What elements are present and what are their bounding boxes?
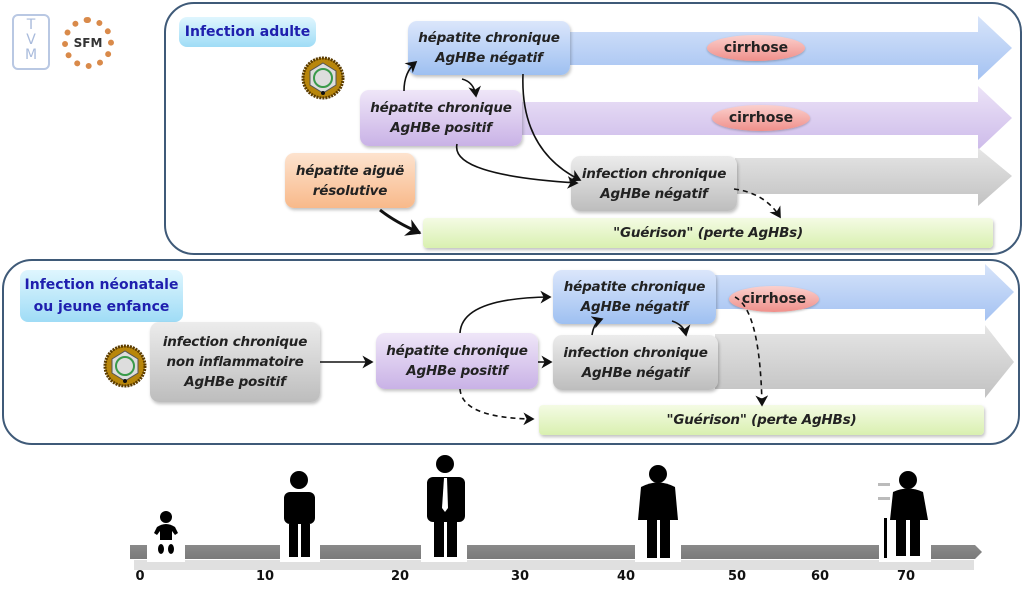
arrow-infneg-to-hepneg bbox=[590, 316, 604, 336]
box-line: infection chronique bbox=[563, 344, 708, 361]
virus-icon bbox=[103, 344, 147, 388]
sfm-logo-text: SFM bbox=[73, 36, 103, 50]
adult-icon bbox=[427, 455, 465, 557]
box-line: hépatite chronique bbox=[370, 100, 512, 116]
arrow-neg-to-pos bbox=[461, 78, 481, 98]
box-line: AgHBe négatif bbox=[581, 364, 690, 381]
cirrhosis-text: cirrhose bbox=[741, 291, 807, 307]
box-line: AgHBe négatif bbox=[600, 185, 708, 202]
arrow-pos-to-cure bbox=[459, 388, 535, 426]
cirrhosis-badge: cirrhose bbox=[712, 105, 810, 131]
box-line: infection chronique bbox=[162, 334, 308, 350]
cure-text: "Guérison" (perte AgHBs) bbox=[613, 225, 803, 241]
box-line: AgHBe positif bbox=[406, 363, 508, 379]
cure-text: "Guérison" (perte AgHBs) bbox=[666, 412, 857, 428]
cirrhosis-badge: cirrhose bbox=[707, 35, 805, 61]
timeline-tick: 50 bbox=[727, 569, 747, 584]
tvm-letter: T bbox=[26, 17, 36, 33]
arrow-pos-to-hepneg bbox=[459, 290, 552, 334]
box-line: non inflammatoire bbox=[166, 354, 304, 370]
cirrhosis-text: cirrhose bbox=[728, 110, 794, 126]
middle-aged-icon bbox=[638, 465, 678, 558]
title-text: Infection néonatale bbox=[24, 277, 179, 293]
arrow-pos-to-neg bbox=[403, 60, 418, 92]
baby-icon bbox=[154, 511, 178, 554]
box-line: hépatite chronique bbox=[386, 343, 528, 359]
timeline-tick: 60 bbox=[810, 569, 830, 584]
arrow-pos-to-inf bbox=[455, 143, 579, 189]
cirrhosis-badge: cirrhose bbox=[729, 286, 819, 312]
box-line: résolutive bbox=[312, 182, 388, 199]
box-line: AgHBe négatif bbox=[580, 299, 689, 315]
arrow-neg-to-inf bbox=[522, 73, 582, 182]
timeline-bar bbox=[130, 545, 982, 559]
arrow-acute-to-cure bbox=[379, 208, 422, 236]
box-line: AgHBe positif bbox=[184, 374, 286, 390]
box-line: infection chronique bbox=[581, 165, 727, 182]
adult-inf-neg-track bbox=[735, 148, 1012, 206]
neo-inf-neg-track bbox=[715, 325, 1014, 398]
timeline-tick: 0 bbox=[135, 569, 145, 584]
arrow-inf-to-cure bbox=[733, 188, 781, 219]
child-icon bbox=[284, 471, 315, 557]
box-line: AgHBe positif bbox=[390, 120, 492, 136]
cirrhosis-text: cirrhose bbox=[723, 40, 789, 56]
title-text: ou jeune enfance bbox=[33, 299, 170, 315]
arrow-hepneg-to-infneg bbox=[671, 320, 691, 337]
tvm-letter: M bbox=[24, 47, 38, 63]
box-line: hépatite chronique bbox=[563, 279, 706, 295]
timeline-tick: 30 bbox=[510, 569, 530, 584]
box-line: hépatite chronique bbox=[418, 30, 560, 46]
title-text: Infection adulte bbox=[184, 24, 311, 40]
timeline-tick: 10 bbox=[255, 569, 275, 584]
adult-infection-title: Infection adulte bbox=[179, 17, 316, 47]
timeline-tick: 20 bbox=[390, 569, 410, 584]
neonatal-infection-title: Infection néonatale ou jeune enfance bbox=[20, 270, 183, 322]
sfm-logo: SFM bbox=[62, 17, 114, 69]
timeline-tick: 40 bbox=[616, 569, 636, 584]
timeline-shadow bbox=[134, 560, 974, 570]
arrow-hepneg-to-cure bbox=[734, 296, 769, 407]
box-line: AgHBe négatif bbox=[435, 50, 543, 66]
box-line: hépatite aiguë bbox=[295, 162, 405, 179]
tvm-logo: T V M bbox=[12, 14, 50, 70]
virus-icon bbox=[301, 56, 345, 100]
elderly-icon bbox=[878, 471, 928, 558]
adult-acute-hepatitis-box: hépatite aiguë résolutive bbox=[285, 153, 415, 208]
timeline-tick: 70 bbox=[896, 569, 916, 584]
tvm-letter: V bbox=[26, 32, 36, 48]
neo-cure-bar: "Guérison" (perte AgHBs) bbox=[539, 405, 984, 435]
adult-cure-bar: "Guérison" (perte AgHBs) bbox=[423, 218, 993, 248]
